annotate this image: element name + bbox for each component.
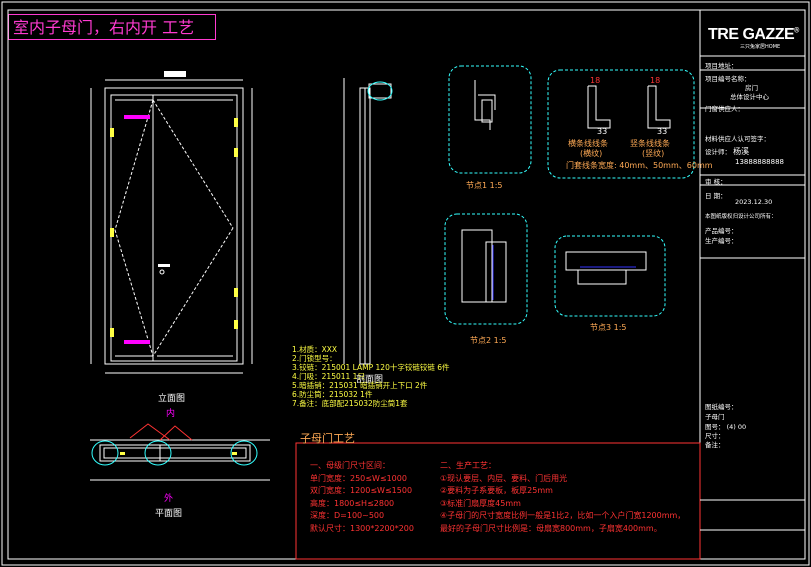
tb-project-name: 项目编号名称： [705,75,751,83]
tb-date: 日 期： [705,192,727,200]
note-item: 2.门锁型号： [292,354,337,363]
process-right-item: ②要料为子系要板，板厚25mm [440,486,553,495]
section-label: 剖面图 [356,375,384,385]
outside-label: 外 [164,494,174,504]
process-frame [295,442,701,560]
detail-2-frame [444,213,528,325]
tb-drawing-no: 图纸编号： [705,403,738,411]
note-item: 3.铰链：215001 LAMP 120十字铰链铰链 6件 [292,363,450,372]
tb-review: 审 核： [705,178,727,186]
node2-label: 节点2 1:5 [470,336,507,345]
detail-3-frame [554,235,666,317]
process-right-title: 二、生产工艺： [440,461,496,470]
detail-1-frame [448,65,532,174]
strip-h-sub: (横纹) [580,149,603,158]
note-item: 6.防尘筒：215032 1件 [292,390,373,399]
process-left-item: 双门宽度：1200≤W≤1500 [310,486,413,495]
dim-b: 33 [597,127,608,136]
door-plan [90,423,270,481]
strip-v-label: 竖条线线条 [630,139,670,148]
note-item: 4.门吸：215011 1只 [292,372,365,381]
tb-remark: 备注： [705,441,725,449]
process-left-title: 一、母级门尺寸区间： [310,461,390,470]
process-right-item: ①现认要层、内层、要料、门后用光 [440,473,568,483]
node1-label: 节点1 1:5 [466,181,503,190]
tb-production-no: 生产编号： [705,237,738,245]
tb-sheet: 图号： (4) 00 [705,423,747,431]
process-right-item: ④子母门的尺寸宽度比例一般是1比2，比如一个入户门宽1200mm， [440,511,686,520]
strip-v-sub: (竖纹) [642,149,665,158]
tb-date-value: 2023.12.30 [735,198,773,206]
tb-product-no: 产品编号： [705,227,738,235]
dim-d: 33 [657,127,668,136]
process-left-item: 高度：1800≤H≤2800 [310,498,395,508]
process-right-item: ③标准门扇厚度45mm [440,498,521,508]
tb-door: 房门 [745,84,758,92]
detail-strip-frame [547,69,695,179]
tb-design-center: 总体设计中心 [730,93,769,101]
inside-label: 内 [166,409,176,419]
tb-material-sign: 材料供应人认可签字： [705,135,770,143]
elevation-label: 立面图 [158,394,186,404]
note-item: 1.材质：XXX [292,345,338,354]
process-craft-column: 二、生产工艺： ①现认要层、内层、要料、门后用光 ②要料为子系要板，板厚25mm… [440,460,685,535]
process-left-item: 默认尺寸：1300*2200*200 [310,523,414,533]
tb-copyright: 本图纸版权归设计公司所有： [705,214,777,220]
process-size-column: 一、母级门尺寸区间： 单门宽度：250≤W≤1000 双门宽度：1200≤W≤1… [310,460,414,535]
dim-c: 18 [650,76,661,85]
process-left-item: 深度：D=100~500 [310,511,385,520]
brand-subtitle: 三只兔家居HOME [740,44,781,50]
tb-size: 尺寸： [705,432,725,440]
tb-supplier: 门窗供应人： [705,105,744,113]
note-item: 5.暗插销：215031 暗插销开上下口 2件 [292,381,428,390]
process-right-item: 最好的子母门尺寸比例是：母扇宽800mm，子扇宽400mm。 [440,523,662,533]
tb-door-type: 子母门 [705,413,725,421]
door-elevation [90,71,253,374]
tb-project-address: 项目地址： [705,62,738,70]
note-item: 7.备注：底部配215032防尘筒1套 [292,399,408,408]
node3-label: 节点3 1:5 [590,323,627,332]
strip-width-label: 门套线条宽度: 40mm、50mm、60mm [566,161,713,170]
notes-list: 1.材质：XXX 2.门锁型号： 3.铰链：215001 LAMP 120十字铰… [292,345,450,408]
door-section [343,78,393,365]
process-heading: 子母门工艺 [300,432,355,445]
strip-h-label: 横条线线条 [568,139,608,148]
title-block: 项目地址： 项目编号名称： 房门 总体设计中心 门窗供应人： 材料供应人认可签字… [705,60,803,449]
tb-phone: 13888888888 [735,158,784,166]
dim-a: 18 [590,76,601,85]
tb-designer: 设计师： 杨溪 [705,147,750,156]
brand-logo: TRE GAZZE® [708,26,799,43]
process-left-item: 单门宽度：250≤W≤1000 [310,473,407,483]
plan-label: 平面图 [155,509,183,519]
